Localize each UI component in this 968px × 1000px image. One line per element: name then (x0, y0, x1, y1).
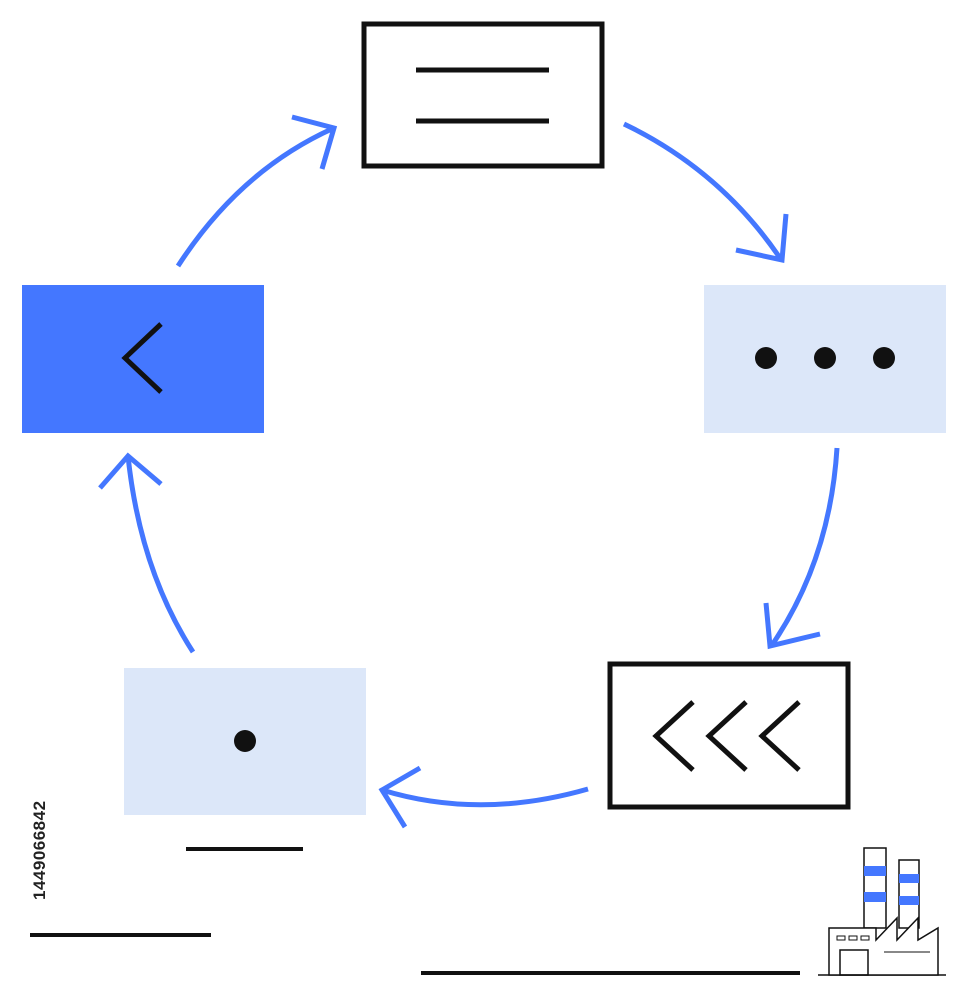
arrow-bottom-right-to-bottom-left (378, 765, 589, 829)
two-lines-icon (416, 67, 549, 124)
chevron-left-icon (121, 322, 163, 394)
arrow-right-to-bottom-right (763, 447, 840, 650)
node-bottom-right-box (607, 661, 851, 810)
decorative-lines (30, 847, 800, 975)
three-dots-icon (755, 347, 895, 369)
node-top (361, 21, 605, 169)
node-bottom-right (607, 661, 851, 810)
node-left (22, 285, 264, 433)
single-dot-icon (234, 730, 256, 752)
node-bottom-left (124, 668, 366, 815)
factory-icon (818, 847, 946, 976)
node-right (704, 285, 946, 433)
node-left-box (22, 285, 264, 433)
arrow-bottom-left-to-left (98, 452, 196, 654)
arrow-left-to-top (175, 114, 338, 268)
triple-chevron-left-icon (652, 700, 801, 772)
arrow-top-to-right (622, 121, 789, 264)
node-top-box (361, 21, 605, 169)
